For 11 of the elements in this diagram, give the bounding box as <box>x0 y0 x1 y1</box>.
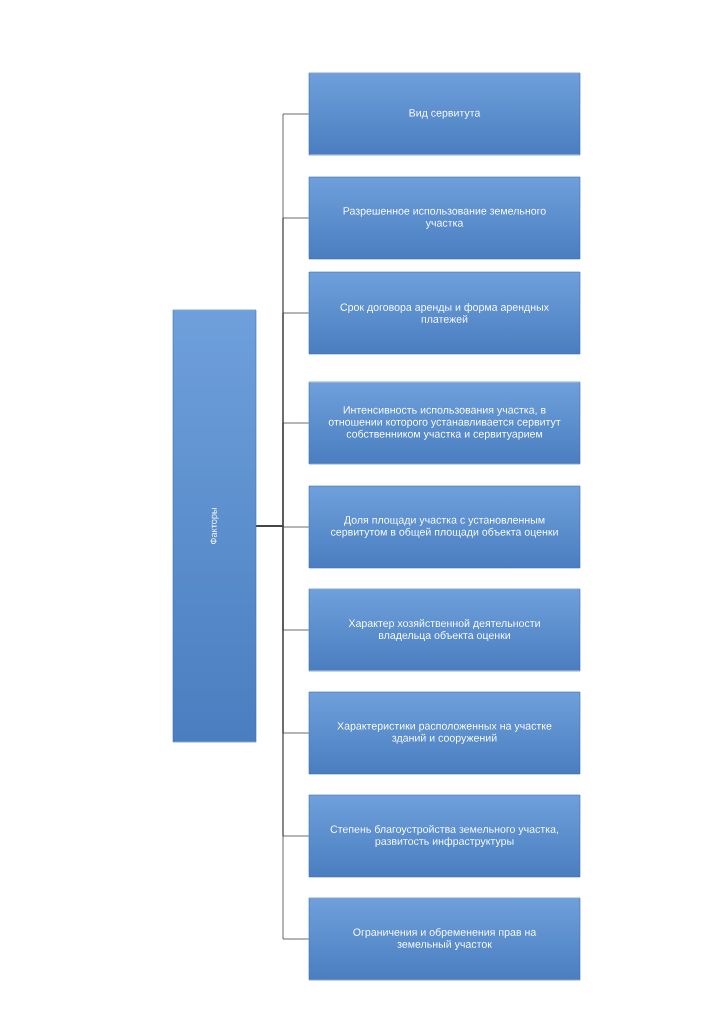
factor-box: Характеристики расположенных на участке зданий и сооружений <box>308 691 581 775</box>
factor-box: Вид сервитута <box>308 72 581 156</box>
category-box: Факторы <box>172 309 257 743</box>
factor-box: Степень благоустройства земельного участка, развитость инфраструктуры <box>308 794 581 878</box>
factor-box: Срок договора аренды и форма арендных платежей <box>308 271 581 355</box>
factor-box: Разрешенное использование земельного участка <box>308 176 581 260</box>
connector-line <box>255 525 310 940</box>
factor-box: Доля площади участка с установленным сервитутом в общей площади объекта оценки <box>308 485 581 569</box>
factor-box: Ограничения и обременения прав на земельный участок <box>308 897 581 981</box>
factor-box: Интенсивность использования участка, в отношении которого устанавливается сервитут собственником участка и сервитуарием <box>308 381 581 465</box>
factor-box: Характер хозяйственной деятельности владельца объекта оценки <box>308 588 581 672</box>
